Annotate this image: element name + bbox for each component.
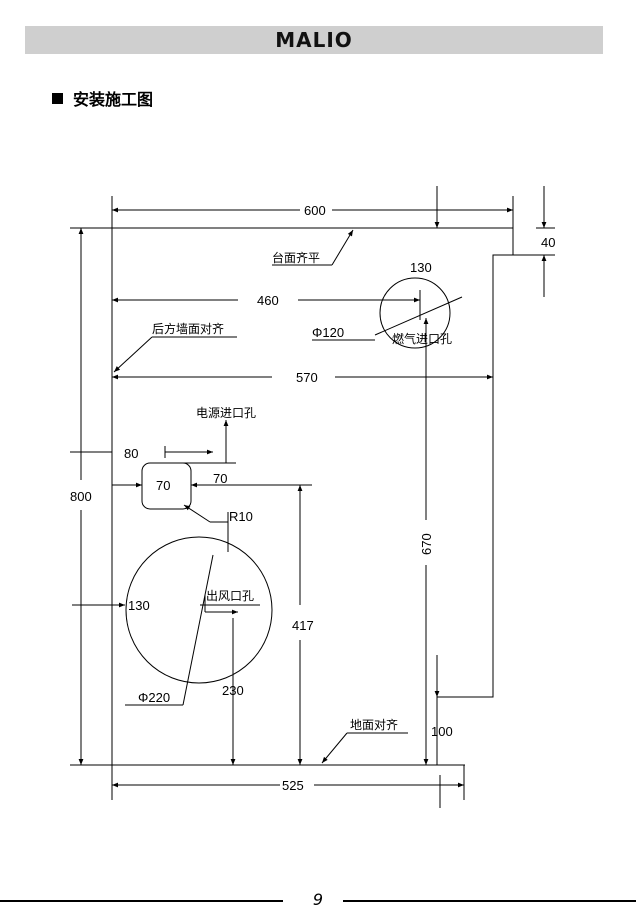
gas-inlet-circle: 130 燃气进口孔 — [374, 260, 463, 349]
dim-670: 670 — [419, 318, 434, 765]
svg-text:Φ220: Φ220 — [138, 690, 170, 705]
page-number: 9 — [312, 890, 324, 909]
svg-text:燃气进口孔: 燃气进口孔 — [392, 331, 452, 346]
svg-text:130: 130 — [410, 260, 432, 275]
footer-rule-left — [0, 900, 283, 902]
header-bar: MALIO — [25, 26, 603, 54]
dim-120: Φ120 — [312, 325, 375, 341]
air-outlet-circle: 130 出风口孔 230 Φ220 — [72, 536, 273, 765]
svg-text:地面对齐: 地面对齐 — [350, 717, 398, 732]
power-inlet: 电源进口孔 80 70 70 R10 — [112, 406, 312, 552]
dim-525: 525 — [112, 775, 464, 808]
svg-text:70: 70 — [213, 471, 227, 486]
svg-text:570: 570 — [296, 370, 318, 385]
svg-text:670: 670 — [419, 533, 434, 555]
svg-text:100: 100 — [431, 724, 453, 739]
svg-text:600: 600 — [304, 203, 326, 218]
dim-600: 600 — [112, 203, 513, 218]
svg-text:台面齐平: 台面齐平 — [272, 250, 320, 265]
svg-text:130: 130 — [128, 598, 150, 613]
svg-text:80: 80 — [124, 446, 138, 461]
label-floor-align: 地面对齐 — [321, 717, 408, 764]
svg-text:R10: R10 — [229, 509, 253, 524]
dim-460: 460 — [112, 293, 420, 308]
dim-40: 40 — [536, 186, 555, 297]
brand-logo: MALIO — [275, 28, 353, 52]
bullet-square-icon — [52, 92, 63, 104]
label-rear-wall-align: 后方墙面对齐 — [113, 321, 237, 373]
footer-rule-right — [343, 900, 636, 902]
dim-800: 800 — [70, 228, 112, 765]
svg-text:出风口孔: 出风口孔 — [206, 589, 254, 603]
svg-text:230: 230 — [222, 683, 244, 698]
section-heading: 安装施工图 — [52, 86, 153, 110]
svg-text:525: 525 — [282, 778, 304, 793]
label-countertop-flush: 台面齐平 — [272, 229, 354, 266]
section-title: 安装施工图 — [73, 90, 154, 109]
svg-text:40: 40 — [541, 235, 555, 250]
dim-417: 417 — [292, 485, 314, 765]
dim-100: 100 — [431, 655, 453, 739]
svg-text:417: 417 — [292, 618, 314, 633]
svg-text:460: 460 — [257, 293, 279, 308]
cabinet-outline — [70, 196, 555, 800]
svg-text:电源进口孔: 电源进口孔 — [196, 406, 256, 420]
svg-text:70: 70 — [156, 478, 170, 493]
dim-570: 570 — [112, 370, 493, 385]
svg-text:后方墙面对齐: 后方墙面对齐 — [152, 321, 224, 336]
svg-text:800: 800 — [70, 489, 92, 504]
svg-text:Φ120: Φ120 — [312, 325, 344, 340]
